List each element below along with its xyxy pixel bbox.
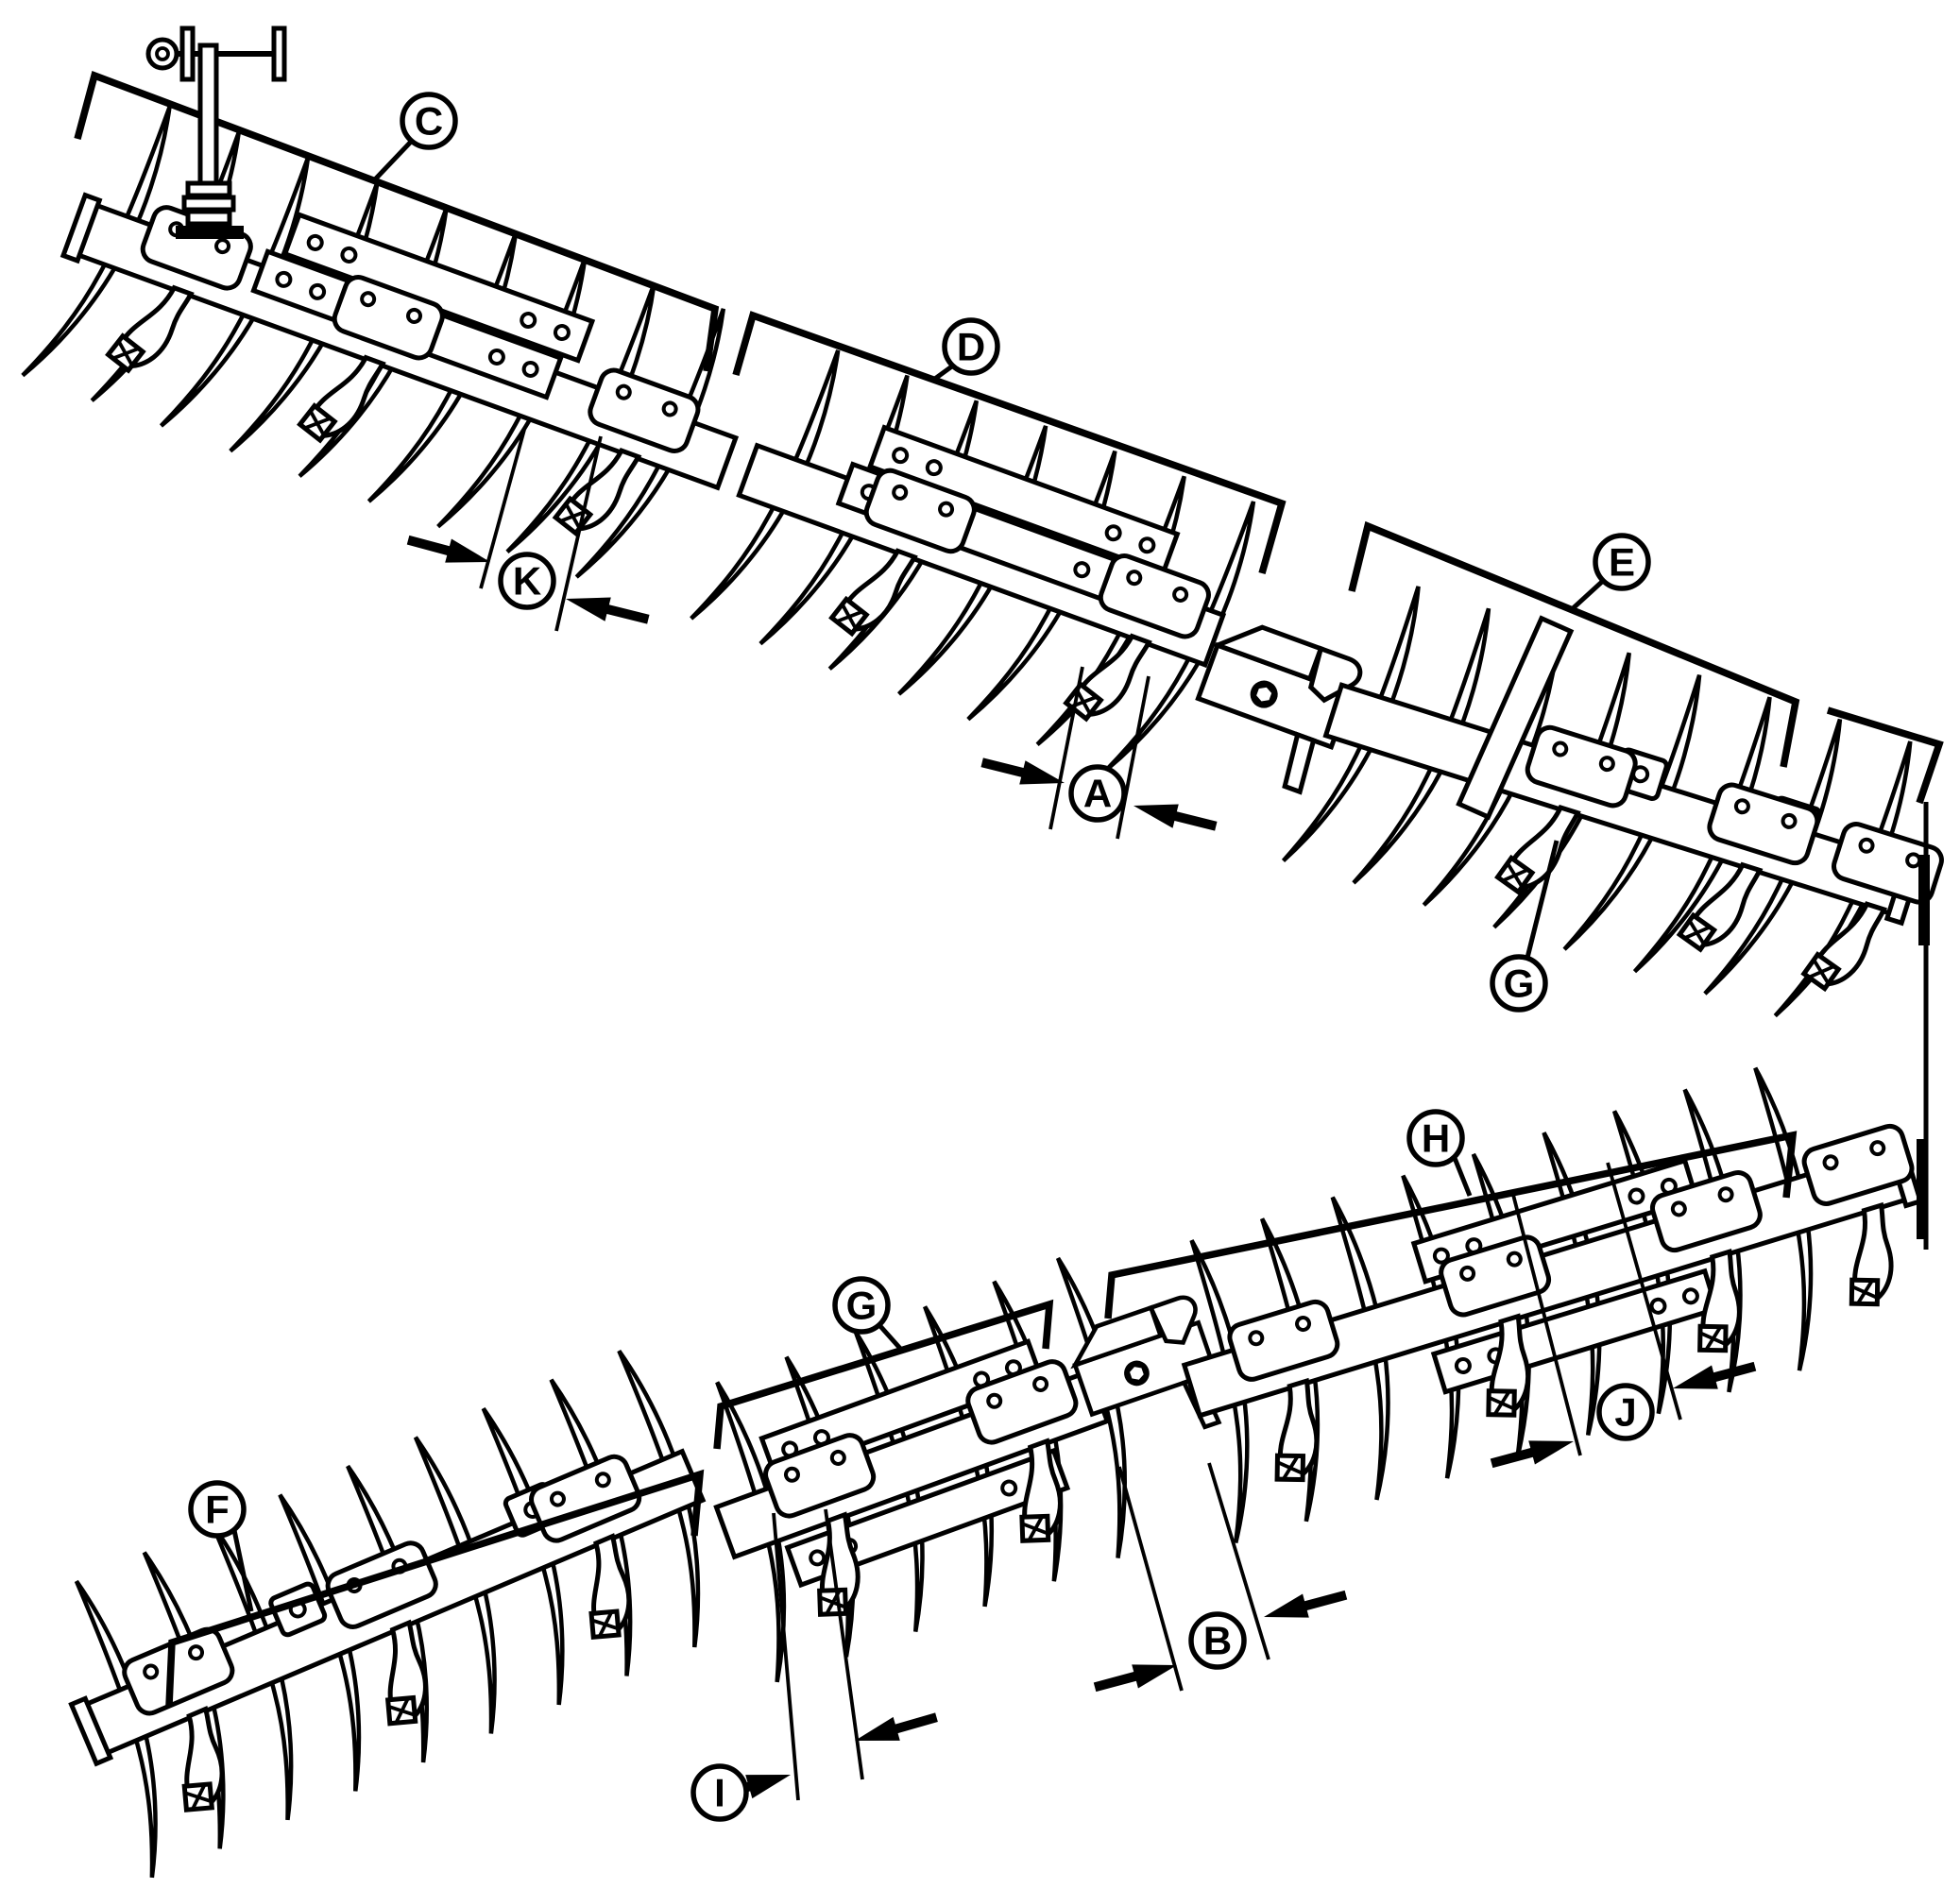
- callout-circle: [1596, 1383, 1655, 1441]
- disk-gang-d: [691, 334, 1264, 789]
- dimension-a: [979, 666, 1219, 840]
- callout-circle: [832, 1276, 891, 1335]
- dimension-j: [1488, 1162, 1759, 1475]
- callout-letter: A: [1083, 772, 1112, 816]
- frame-centerline: [1917, 802, 1930, 1250]
- callout-d: D: [942, 317, 1000, 376]
- callout-f: F: [188, 1480, 247, 1539]
- callout-letter: D: [957, 325, 985, 369]
- callout-g-top: G: [1490, 954, 1548, 1013]
- dimension-k: [404, 429, 652, 632]
- callout-circle: [498, 552, 556, 610]
- callout-circle: [1490, 954, 1548, 1013]
- callout-letter: H: [1422, 1116, 1450, 1161]
- callout-letter: K: [513, 559, 541, 604]
- bracket-e-extension: [1826, 706, 1944, 805]
- disk-gang-c: [20, 91, 740, 612]
- callout-c: C: [400, 92, 458, 150]
- scraper-board: [1456, 615, 1575, 821]
- bracket-d: [732, 311, 1287, 575]
- callout-letter: I: [714, 1771, 725, 1815]
- callout-b: B: [1188, 1611, 1247, 1670]
- callout-i: I: [690, 1763, 749, 1822]
- callout-circle: [1593, 533, 1651, 591]
- callout-g-bottom: G: [832, 1276, 891, 1335]
- disk-gang-h: [1148, 1032, 1960, 1542]
- callout-circle: [1188, 1611, 1247, 1670]
- callout-e: E: [1593, 533, 1651, 591]
- bracket-c: [74, 71, 720, 372]
- callout-a: A: [1068, 764, 1127, 823]
- callout-letter: G: [846, 1284, 878, 1328]
- callout-circle: [690, 1763, 749, 1822]
- callout-j: J: [1596, 1383, 1655, 1441]
- callout-letter: B: [1203, 1619, 1232, 1663]
- callout-circle: [400, 92, 458, 150]
- crank-knob-icon: [145, 37, 179, 71]
- callout-k: K: [498, 552, 556, 610]
- bracket-h: [1104, 1131, 1798, 1319]
- dimension-b: [1091, 1462, 1350, 1699]
- callout-leaders: [231, 139, 1605, 1612]
- callout-letter: C: [415, 99, 443, 144]
- callout-h: H: [1406, 1109, 1465, 1167]
- callout-letter: J: [1614, 1390, 1636, 1435]
- bracket-f: [165, 1469, 705, 1707]
- callout-letter: F: [205, 1488, 230, 1532]
- callout-circle: [942, 317, 1000, 376]
- depth-adjust-crank: [145, 26, 287, 239]
- dimension-i: [705, 1508, 941, 1811]
- callout-circle: [1406, 1109, 1465, 1167]
- bracket-e: [1348, 520, 1800, 768]
- callout-letter: G: [1504, 962, 1535, 1006]
- callout-circle: [1068, 764, 1127, 823]
- bracket-g: [713, 1299, 1054, 1450]
- disk-gang-e: [1284, 572, 1960, 1049]
- callout-circle: [188, 1480, 247, 1539]
- callout-letter: E: [1609, 540, 1635, 585]
- gang-brackets: [74, 71, 1944, 1707]
